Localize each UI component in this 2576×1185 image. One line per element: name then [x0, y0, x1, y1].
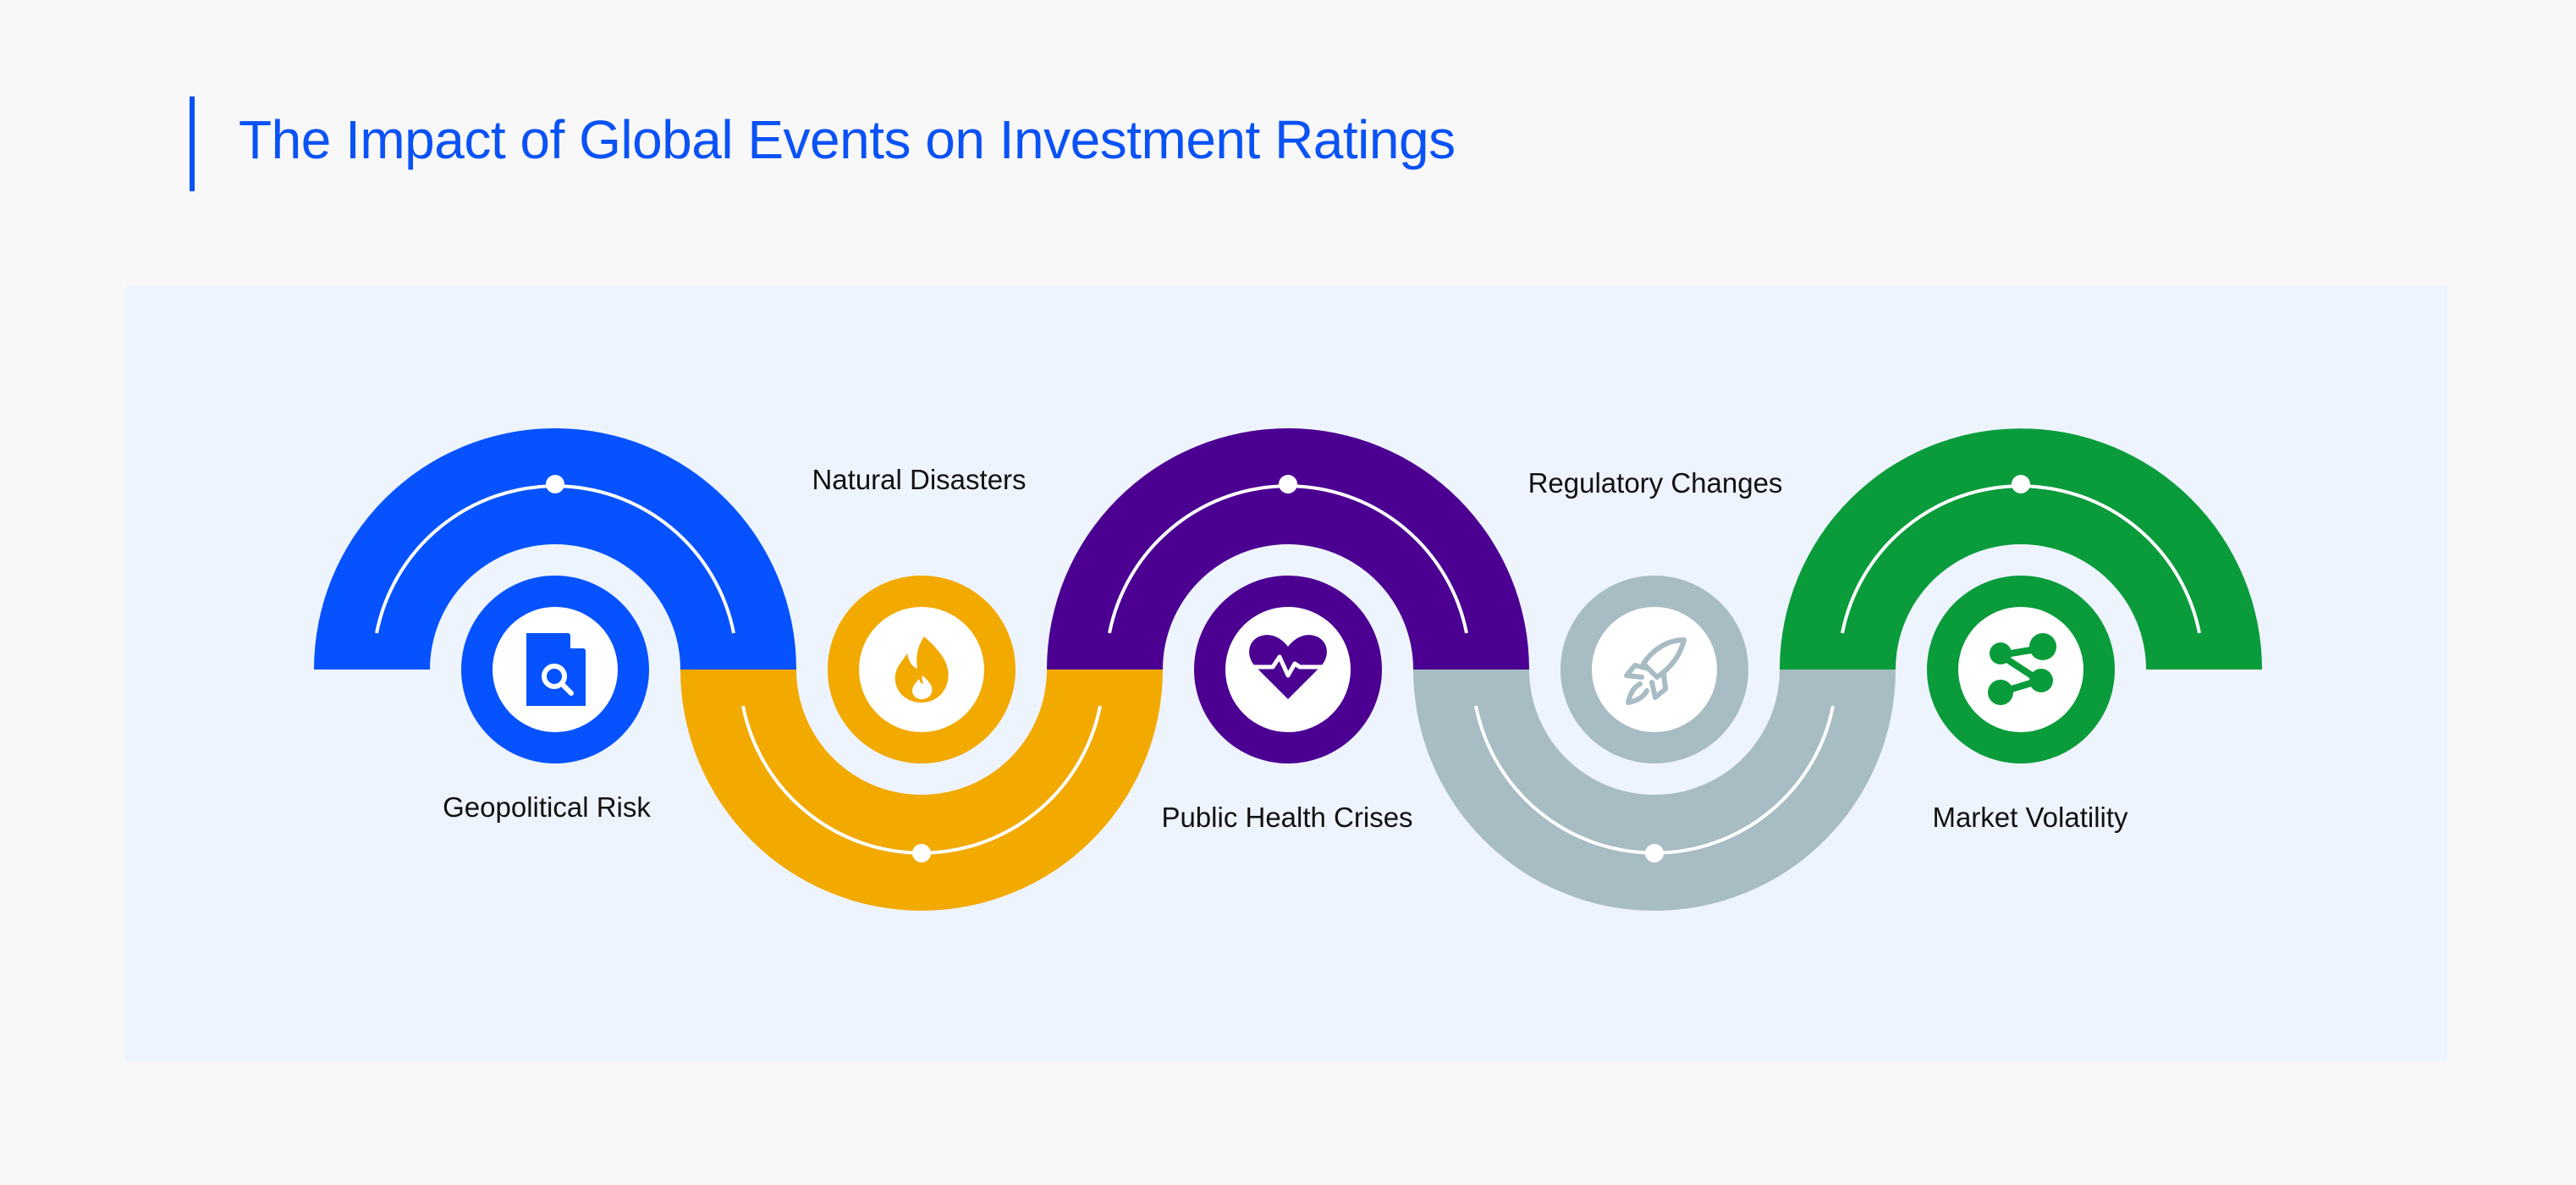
document-search-icon [526, 633, 586, 706]
step-2-arc-dot [912, 844, 931, 863]
step-2-label: Natural Disasters [812, 464, 1027, 495]
rocket-icon [1624, 637, 1687, 705]
step-3-arc-dot [1279, 475, 1297, 493]
step-5-label: Market Volatility [1932, 802, 2128, 833]
page-title: The Impact of Global Events on Investmen… [239, 109, 1456, 170]
step-3-arch [1047, 428, 1529, 670]
step-5-arch [1780, 428, 2262, 670]
flame-icon [894, 637, 949, 703]
step-4-label: Regulatory Changes [1527, 467, 1783, 499]
heartbeat-icon [1249, 635, 1327, 699]
step-4-regulatory-changes [1413, 576, 1896, 911]
step-4-arch [1413, 670, 1896, 911]
step-3-public-health-crises [1047, 428, 1529, 763]
step-2-arch [680, 670, 1163, 911]
step-4-icon-disc [1592, 607, 1717, 732]
step-5-market-volatility [1780, 428, 2262, 763]
step-1-geopolitical-risk [314, 428, 796, 763]
step-1-label: Geopolitical Risk [443, 791, 651, 823]
share-nodes-icon [1988, 633, 2056, 705]
step-5-arc-dot [2012, 475, 2030, 493]
step-1-arc-dot [546, 475, 564, 493]
title-accent-bar [190, 96, 195, 191]
step-1-arch [314, 428, 796, 670]
step-4-arc-dot [1645, 844, 1664, 863]
step-3-label: Public Health Crises [1161, 802, 1413, 833]
step-2-natural-disasters [680, 576, 1163, 911]
